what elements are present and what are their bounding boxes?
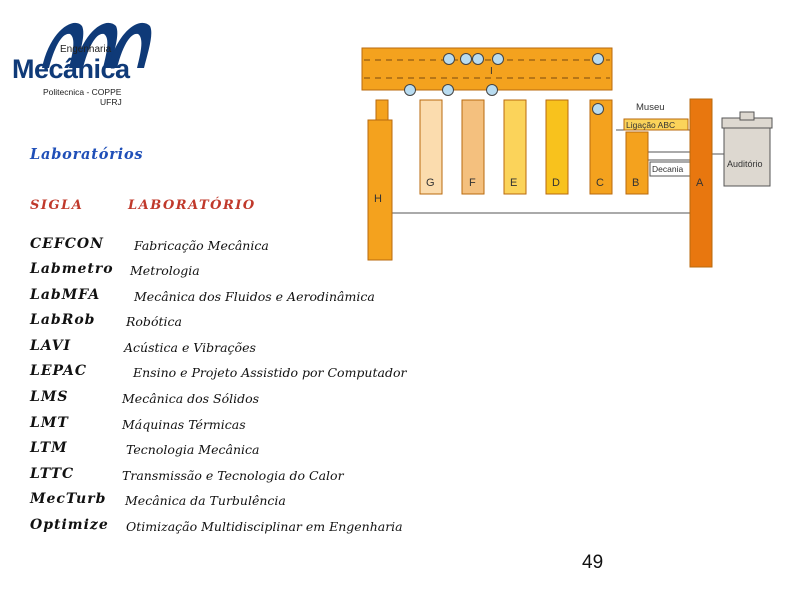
map-marker — [442, 84, 454, 96]
block-label-a: A — [696, 177, 704, 189]
decania-label: Decania — [652, 164, 683, 174]
block-label-f: F — [469, 177, 476, 189]
row-sigla: LabMFA — [30, 287, 101, 303]
map-marker — [472, 53, 484, 65]
table-row: LMT Máquinas Térmicas — [0, 415, 460, 439]
block-g: G — [419, 99, 443, 195]
logo-subtitle: Politecnica - COPPE — [43, 87, 122, 97]
row-laboratorio: Mecânica dos Sólidos — [122, 391, 260, 406]
block-label-c: C — [596, 177, 604, 189]
row-sigla: LTTC — [30, 466, 75, 482]
row-sigla: LabRob — [30, 312, 96, 328]
logo-subtitle-ufrj: UFRJ — [100, 97, 122, 107]
map-marker — [592, 53, 604, 65]
block-label-d: D — [552, 177, 560, 189]
row-laboratorio: Metrologia — [130, 263, 200, 278]
page-number: 49 — [582, 552, 604, 573]
block-a: A — [689, 98, 713, 268]
table-row: LMS Mecânica dos Sólidos — [0, 389, 460, 413]
section-title: Laboratórios — [30, 146, 144, 163]
block-label-i: I — [490, 66, 493, 77]
logo-mark — [42, 22, 152, 68]
table-row: Labmetro Metrologia — [0, 261, 460, 285]
row-laboratorio: Acústica e Vibrações — [124, 340, 256, 355]
table-row: LAVI Acústica e Vibrações — [0, 338, 460, 362]
row-laboratorio: Otimização Multidisciplinar em Engenhari… — [126, 519, 403, 534]
auditorio-label: Auditório — [727, 159, 763, 169]
row-sigla: LMS — [30, 389, 69, 405]
block-c: C — [589, 99, 613, 195]
table-row: LTTC Transmissão e Tecnologia do Calor — [0, 466, 460, 490]
auditorio: Auditório — [721, 111, 773, 187]
row-sigla: LMT — [30, 415, 69, 431]
block-b: B — [625, 131, 649, 195]
row-laboratorio: Máquinas Térmicas — [122, 417, 246, 432]
map-marker — [492, 53, 504, 65]
block-label-h: H — [374, 193, 382, 205]
row-sigla: MecTurb — [30, 491, 107, 507]
header-sigla: SIGLA — [30, 198, 84, 213]
row-sigla: Optimize — [30, 517, 109, 533]
ligacao-abc-label: Ligação ABC — [626, 120, 675, 130]
row-laboratorio: Fabricação Mecânica — [134, 238, 269, 253]
block-e: E — [503, 99, 527, 195]
block-i: I — [361, 47, 613, 91]
table-row: CEFCON Fabricação Mecânica — [0, 236, 460, 260]
map-marker — [486, 84, 498, 96]
block-h: H — [367, 99, 393, 261]
row-sigla: CEFCON — [30, 236, 104, 252]
block-label-e: E — [510, 177, 517, 189]
map-marker — [404, 84, 416, 96]
row-laboratorio: Mecânica da Turbulência — [125, 493, 286, 508]
row-laboratorio: Mecânica dos Fluidos e Aerodinâmica — [134, 289, 375, 304]
block-f: F — [461, 99, 485, 195]
logo-mecanica: Mecânica — [12, 54, 130, 84]
block-d: D — [545, 99, 569, 195]
map-marker — [592, 103, 604, 115]
block-label-g: G — [426, 177, 435, 189]
table-row: LabMFA Mecânica dos Fluidos e Aerodinâmi… — [0, 287, 460, 311]
museu-label: Museu — [636, 102, 665, 113]
row-laboratorio: Tecnologia Mecânica — [126, 442, 260, 457]
table-row: LabRob Robótica — [0, 312, 460, 336]
header-laboratorio: LABORATÓRIO — [128, 198, 256, 213]
row-sigla: LEPAC — [30, 363, 88, 379]
row-laboratorio: Robótica — [126, 314, 182, 329]
row-laboratorio: Ensino e Projeto Assistido por Computado… — [133, 365, 407, 380]
table-row: Optimize Otimização Multidisciplinar em … — [0, 517, 460, 541]
map-marker — [443, 53, 455, 65]
block-label-b: B — [632, 177, 639, 189]
table-row: LTM Tecnologia Mecânica — [0, 440, 460, 464]
ligacao-abc-bar — [623, 118, 689, 131]
row-laboratorio: Transmissão e Tecnologia do Calor — [122, 468, 344, 483]
map-marker — [460, 53, 472, 65]
row-sigla: Labmetro — [30, 261, 114, 277]
row-sigla: LTM — [30, 440, 68, 456]
table-row: MecTurb Mecânica da Turbulência — [0, 491, 460, 515]
logo-engenharia: Engenharia — [60, 44, 112, 55]
row-sigla: LAVI — [30, 338, 72, 354]
table-row: LEPAC Ensino e Projeto Assistido por Com… — [0, 363, 460, 387]
